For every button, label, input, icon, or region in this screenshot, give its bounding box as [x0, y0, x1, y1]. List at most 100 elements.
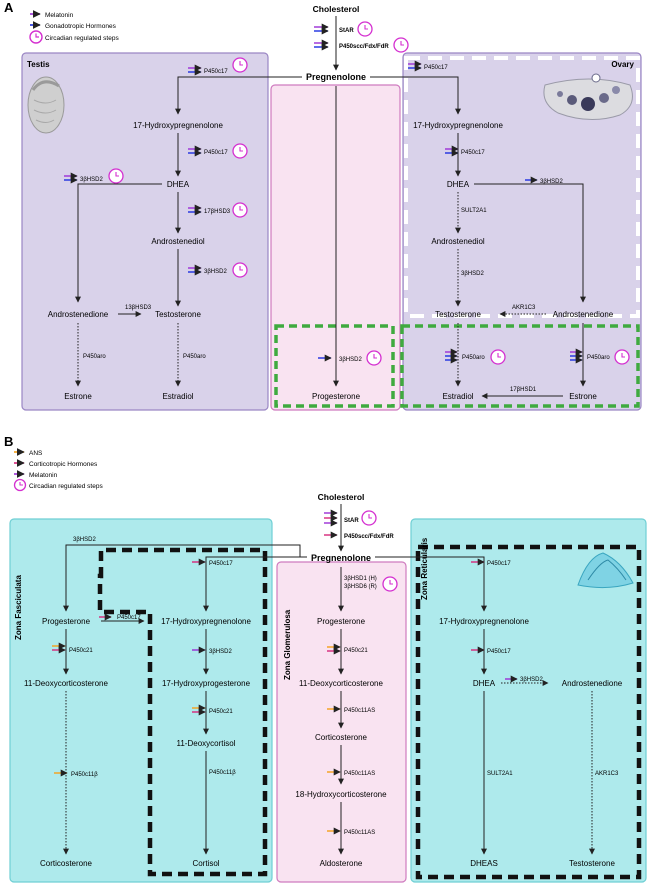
a-o-17-hydroxypregnenolone: 17-Hydroxypregnenolone — [413, 121, 503, 130]
ovary-white-dashed-box — [404, 56, 640, 318]
clock-icon — [614, 349, 630, 365]
legend-item-melatonin: Melatonin — [45, 12, 74, 19]
a-t-estradiol: Estradiol — [162, 392, 193, 401]
a-t-17-hydroxypregnenolone: 17-Hydroxypregnenolone — [133, 121, 223, 130]
panel-a-legend: Melatonin Gonadotropic Hormones Circadia… — [29, 10, 119, 44]
a-o-dhea-to-androstenedione-arrow — [474, 183, 586, 303]
a-o-enzyme-3bhsd2a: 3βHSD2 — [540, 179, 563, 185]
a-t-enzyme-p450aro1: P450aro — [83, 354, 106, 360]
legend-item-circadian-b: Circadian regulated steps — [29, 483, 103, 490]
b-g-aldosterone: Aldosterone — [320, 859, 363, 868]
clock-icon — [232, 57, 248, 73]
a-o-enzyme-sult2a1: SULT2A1 — [461, 208, 487, 214]
clock-icon — [490, 349, 506, 365]
a-t-androstenediol: Androstenediol — [151, 237, 205, 246]
a-o-estrone: Estrone — [569, 392, 597, 401]
a-preg-to-testis-arrow — [175, 76, 302, 115]
a-progesterone: Progesterone — [312, 392, 361, 401]
b-g-enzyme-3bhsd1: 3βHSD1 (H) — [344, 576, 377, 582]
b-f-enzyme-p450c21a: P450c21 — [69, 648, 93, 654]
a-m-enzyme-3bhsd2: 3βHSD2 — [339, 357, 362, 363]
clock-icon — [232, 202, 248, 218]
clock-icon — [13, 478, 27, 492]
a-o-enzyme-p450aro1: P450aro — [462, 355, 485, 361]
a-o-androstenediol: Androstenediol — [431, 237, 485, 246]
b-f-enzyme-3bhsd2top: 3βHSD2 — [73, 537, 96, 543]
zona-fasciculata-label: Zona Fasciculata — [14, 575, 23, 640]
b-f-enzyme-p450c21b: P450c21 — [209, 709, 233, 715]
a-t-enzyme-p450aro2: P450aro — [183, 354, 206, 360]
a-t-p450c17a-hormone-arrows-icon — [188, 64, 202, 76]
b-star-hormone-arrows-icon — [324, 509, 338, 527]
clock-icon — [361, 510, 377, 526]
a-o-enzyme-3bhsd2b: 3βHSD2 — [461, 271, 484, 277]
legend-item-melatonin-b: Melatonin — [29, 472, 58, 479]
b-g-enzyme-3bhsd6: 3βHSD6 (R) — [344, 584, 377, 590]
b-f-enzyme-p450c17b: P450c17 — [117, 615, 141, 621]
a-t-enzyme-3bhsd2b: 3βHSD2 — [204, 269, 227, 275]
panel-b-letter: B — [4, 434, 13, 449]
a-t-dhea-to-androstenedione-arrow — [75, 183, 162, 303]
a-o-enzyme-p450c17b: P450c17 — [461, 150, 485, 156]
b-g-p450c21-hormone-arrows-icon — [327, 643, 341, 655]
a-o-dhea: DHEA — [447, 180, 470, 189]
b-preg-to-f-17ohp-arrow — [203, 556, 307, 612]
b-r-testosterone: Testosterone — [569, 859, 615, 868]
a-t-enzyme-17bhsd3: 17βHSD3 — [204, 209, 231, 215]
a-o-enzyme-p450c17a: P450c17 — [424, 65, 448, 71]
b-g-corticosterone: Corticosterone — [315, 733, 368, 742]
a-star-hormone-arrows-icon — [314, 23, 329, 35]
b-f-enzyme-p450c11b2: P450c11β — [209, 770, 236, 776]
clock-icon — [357, 21, 373, 37]
b-cholesterol: Cholesterol — [318, 492, 365, 502]
reticularis-black-dashed-box — [415, 544, 642, 880]
a-t-17bhsd3-hormone-arrows-icon — [188, 204, 202, 216]
b-f-enzyme-p450c11b: P450c11β — [71, 772, 98, 778]
b-r-17-hydroxypregnenolone: 17-Hydroxypregnenolone — [439, 617, 529, 626]
a-o-p450aro1-hormone-arrows-icon — [445, 348, 458, 364]
b-r-dheas: DHEAS — [470, 859, 498, 868]
b-f-p450c21a-hormone-arrows-icon — [52, 642, 66, 654]
b-f-enzyme-3bhsd2: 3βHSD2 — [209, 649, 232, 655]
a-pregnenolone: Pregnenolone — [306, 72, 366, 82]
b-g-enzyme-p450c21: P450c21 — [344, 648, 368, 654]
b-r-enzyme-sult2a1: SULT2A1 — [487, 771, 513, 777]
a-p450scc-hormone-arrows-icon — [314, 39, 329, 51]
b-f-17-hydroxyprogesterone: 17-Hydroxyprogesterone — [162, 679, 251, 688]
b-g-enzyme-p450c11as1: P450c11AS — [344, 708, 375, 714]
ovary-green-dashed-box — [400, 324, 640, 408]
a-enzyme-star: StAR — [339, 28, 354, 34]
middle-green-dashed-box — [274, 324, 395, 408]
b-r-enzyme-p450c17a: P450c17 — [487, 561, 511, 567]
panel-a-letter: A — [4, 0, 14, 15]
a-t-testosterone: Testosterone — [155, 310, 201, 319]
b-f-11-deoxycorticosterone: 11-Deoxycorticosterone — [24, 679, 108, 688]
b-r-enzyme-akr1c3: AKR1C3 — [595, 771, 619, 777]
a-t-3bhsd2b-hormone-arrows-icon — [188, 264, 202, 276]
ovary-illustration-icon — [543, 73, 633, 121]
legend-item-gonadotropic: Gonadotropic Hormones — [45, 23, 117, 30]
testis-label: Testis — [27, 60, 50, 69]
a-t-enzyme-p450c17b: P450c17 — [204, 150, 228, 156]
b-g-enzyme-p450c11as3: P450c11AS — [344, 830, 375, 836]
a-t-enzyme-13bhsd3: 13βHSD3 — [125, 305, 152, 311]
panel-b-legend: ANS Corticotropic Hormones Melatonin Cir… — [13, 448, 103, 492]
a-o-p450c17b-hormone-arrows-icon — [445, 145, 459, 157]
a-t-estrone: Estrone — [64, 392, 92, 401]
ovary-label: Ovary — [611, 60, 634, 69]
a-o-enzyme-17bhsd1: 17βHSD1 — [510, 387, 537, 393]
a-o-p450c17a-hormone-arrows-icon — [408, 60, 422, 72]
a-o-enzyme-p450aro2: P450aro — [587, 355, 610, 361]
b-r-enzyme-3bhsd2: 3βHSD2 — [520, 677, 543, 683]
a-t-enzyme-p450c17a: P450c17 — [204, 69, 228, 75]
legend-item-ans: ANS — [29, 450, 43, 457]
b-r-dhea: DHEA — [473, 679, 496, 688]
b-enzyme-p450scc: P450scc/Fdx/FdR — [344, 534, 394, 540]
a-o-p450aro2-hormone-arrows-icon — [570, 348, 583, 364]
a-o-enzyme-akr1c3: AKR1C3 — [512, 305, 536, 311]
clock-icon — [393, 37, 409, 53]
b-f-p450c21b-hormone-arrows-icon — [192, 704, 206, 716]
a-enzyme-p450scc: P450scc/Fdx/FdR — [339, 44, 389, 50]
b-g-enzyme-p450c11as2: P450c11AS — [344, 771, 375, 777]
b-f-11-deoxycortisol: 11-Deoxycortisol — [177, 739, 236, 748]
